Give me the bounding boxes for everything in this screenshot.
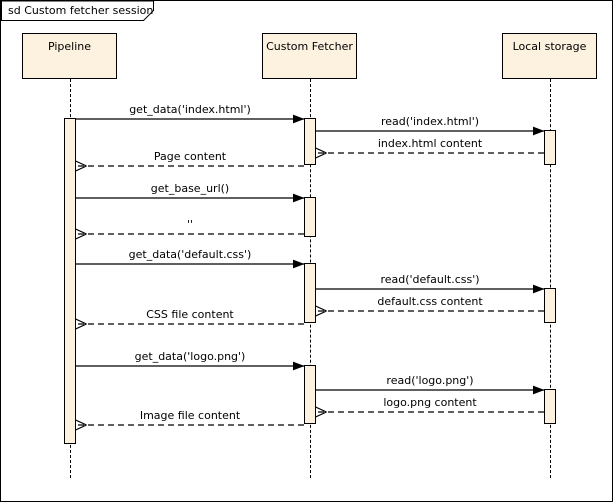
- activation-bar-fetcher-2: [304, 197, 316, 237]
- message-label-m6: '': [186, 218, 194, 231]
- activation-bar-fetcher-4: [304, 365, 316, 424]
- participant-label-local-storage: Local storage: [512, 40, 587, 53]
- participant-label-pipeline: Pipeline: [47, 40, 92, 53]
- message-label-m14: Image file content: [139, 409, 241, 422]
- activation-bar-fetcher-3: [304, 263, 316, 323]
- frame-title-label: sd Custom fetcher session: [8, 4, 154, 17]
- activation-bar-storage-1: [544, 130, 556, 165]
- frame-title-tab: sd Custom fetcher session: [1, 1, 154, 21]
- participant-local-storage[interactable]: Local storage: [502, 33, 597, 79]
- participant-custom-fetcher[interactable]: Custom Fetcher: [262, 33, 357, 79]
- participant-pipeline[interactable]: Pipeline: [22, 33, 117, 79]
- message-label-m12: read('logo.png'): [386, 374, 474, 387]
- message-label-m2: read('index.html'): [380, 115, 480, 128]
- message-label-m3: index.html content: [377, 137, 483, 150]
- lifeline-local-storage: [550, 79, 551, 478]
- activation-bar-fetcher-1: [304, 118, 316, 165]
- message-label-m7: get_data('default.css'): [128, 248, 252, 261]
- message-label-m5: get_base_url(): [150, 182, 230, 195]
- message-label-m4: Page content: [153, 150, 227, 163]
- activation-bar-storage-2: [544, 288, 556, 323]
- participant-label-custom-fetcher: Custom Fetcher: [266, 40, 353, 53]
- message-label-m13: logo.png content: [383, 396, 477, 409]
- message-label-m9: default.css content: [377, 295, 483, 308]
- message-label-m8: read('default.css'): [380, 273, 480, 286]
- message-label-m1: get_data('index.html'): [129, 103, 251, 116]
- activation-bar-storage-3: [544, 389, 556, 424]
- message-label-m11: get_data('logo.png'): [134, 350, 246, 363]
- message-label-m10: CSS file content: [146, 308, 234, 321]
- activation-bar-pipeline-main: [64, 118, 76, 444]
